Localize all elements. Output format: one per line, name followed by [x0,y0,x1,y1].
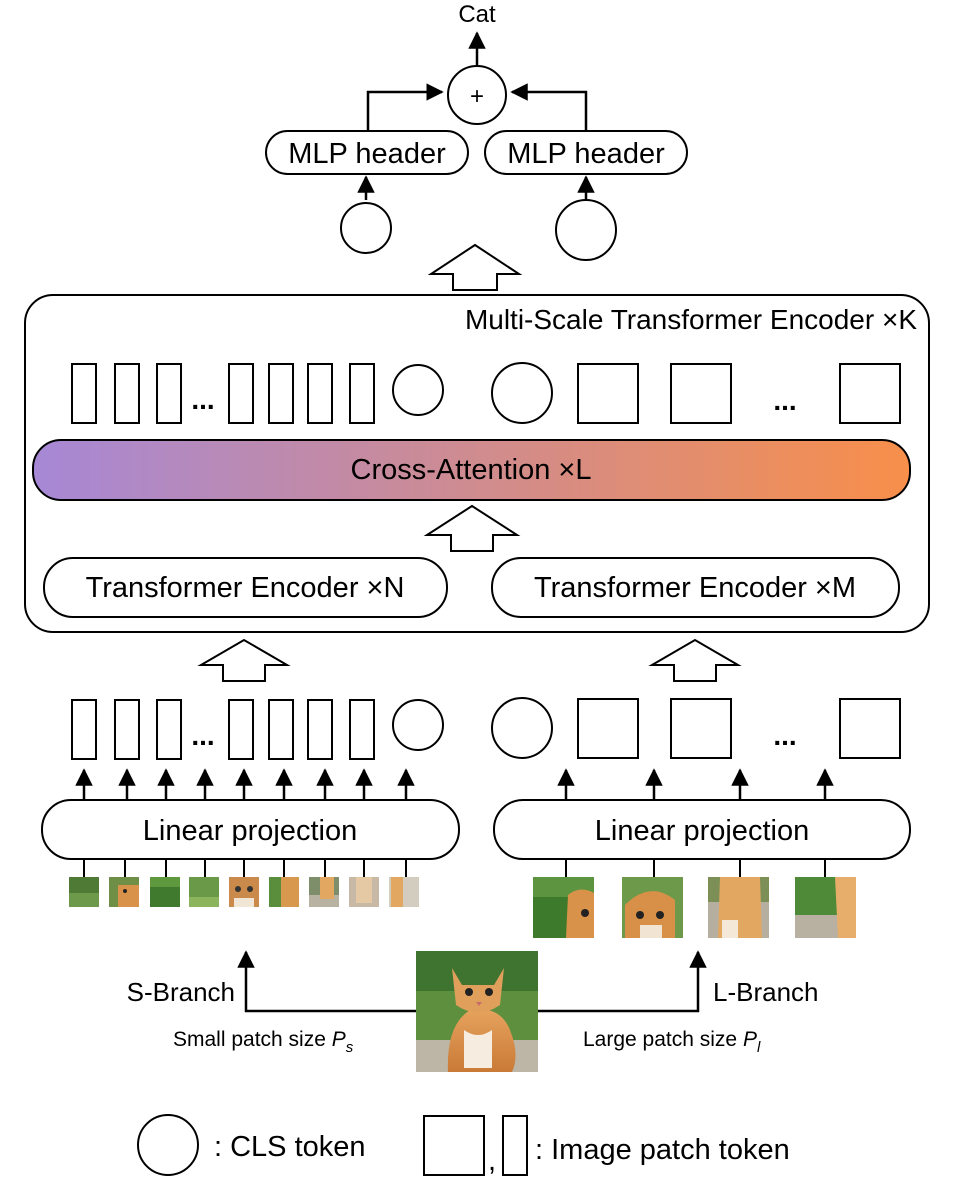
multi-scale-encoder-box [24,294,930,633]
arrow-mlp-right-to-sum [510,83,588,130]
legend-cls-token-icon [137,1114,199,1176]
s-branch-arrow [237,950,416,1013]
image-patch-large [622,877,683,938]
linear-projection-small-label: Linear projection [143,815,357,847]
block-arrow-large-branch [648,638,742,682]
arrow-mlp-left-to-sum [366,83,444,130]
block-arrow-encoder-to-heads [427,243,523,291]
image-patch-small [349,877,379,907]
patch-token-small [114,699,140,760]
cls-token-large-output [555,199,617,261]
large-image-patches [533,877,856,938]
legend-patch-label: : Image patch token [535,1134,790,1166]
l-branch-arrow [538,950,707,1013]
patch-token-large [670,698,732,759]
patch-connectors-large [565,859,826,877]
mlp-header-left-label: MLP header [288,138,446,170]
cross-attention-bar [32,439,911,501]
output-label: Cat [458,1,496,28]
patch-connectors-small [83,859,407,877]
patch-token-small [71,699,97,760]
ellipsis-large-encoder: ... [773,385,796,416]
patch-token-small [114,363,140,424]
image-patch-small [189,877,219,907]
cls-token-small-output [340,202,392,254]
patch-token-large [670,363,732,424]
patch-token-small [268,699,294,760]
block-arrow-to-cross-attention [423,504,521,552]
projection-arrows-small [75,768,415,800]
linear-projection-small [41,799,460,860]
patch-token-small [71,363,97,424]
legend-small-patch-icon [502,1115,528,1176]
cross-attention-label: Cross-Attention ×L [351,454,592,486]
patch-token-small [268,363,294,424]
image-patch-large [708,877,769,938]
transformer-encoder-large [491,557,900,618]
patch-token-small [228,363,254,424]
cls-token-large [491,697,553,759]
small-patch-size-label: Small patch size Ps [173,1028,354,1056]
patch-token-small [349,699,375,760]
l-branch-label: L-Branch [713,977,819,1007]
patch-token-large [577,698,639,759]
image-patch-small [309,877,339,907]
patch-token-large [839,698,901,759]
s-branch-label: S-Branch [127,977,235,1007]
cls-token-small [392,364,444,416]
ellipsis-large-input: ... [773,720,796,751]
patch-token-small [307,699,333,760]
ellipsis-small-encoder: ... [191,384,214,415]
image-patch-large [795,877,856,938]
small-image-patches [69,877,419,907]
patch-token-large [577,363,639,424]
image-patch-large [533,877,594,938]
encoder-token-row [71,362,901,424]
mlp-header-left [265,130,469,175]
image-patch-small [69,877,99,907]
ellipsis-small-input: ... [191,720,214,751]
sum-symbol: + [470,83,484,110]
input-token-row [71,697,901,760]
transformer-encoder-small-label: Transformer Encoder ×N [86,572,405,604]
projection-arrows-large [557,768,834,800]
patch-token-small [307,363,333,424]
legend-cls-label: : CLS token [214,1131,366,1163]
mlp-header-right [484,130,688,175]
block-arrow-small-branch [197,638,291,682]
image-patch-small [389,877,419,907]
legend-large-patch-icon [423,1115,485,1176]
encoder-title: Multi-Scale Transformer Encoder ×K [465,304,917,335]
sum-node [447,65,507,125]
patch-token-small [156,699,182,760]
image-patch-small [229,877,259,907]
transformer-encoder-large-label: Transformer Encoder ×M [534,572,856,604]
patch-token-small [228,699,254,760]
image-patch-small [109,877,139,907]
mlp-header-right-label: MLP header [507,138,665,170]
cls-token-large [491,362,553,424]
image-patch-small [269,877,299,907]
legend-comma: , [488,1145,496,1177]
cls-token-small [392,699,444,751]
linear-projection-large-label: Linear projection [595,815,809,847]
patch-token-large [839,363,901,424]
patch-token-small [349,363,375,424]
patch-token-small [156,363,182,424]
large-patch-size-label: Large patch size Pl [583,1028,761,1056]
legend: : CLS token , : Image patch token [137,1114,790,1177]
transformer-encoder-small [43,557,448,618]
input-cat-image [416,951,538,1072]
image-patch-small [150,877,180,907]
linear-projection-large [493,799,911,860]
